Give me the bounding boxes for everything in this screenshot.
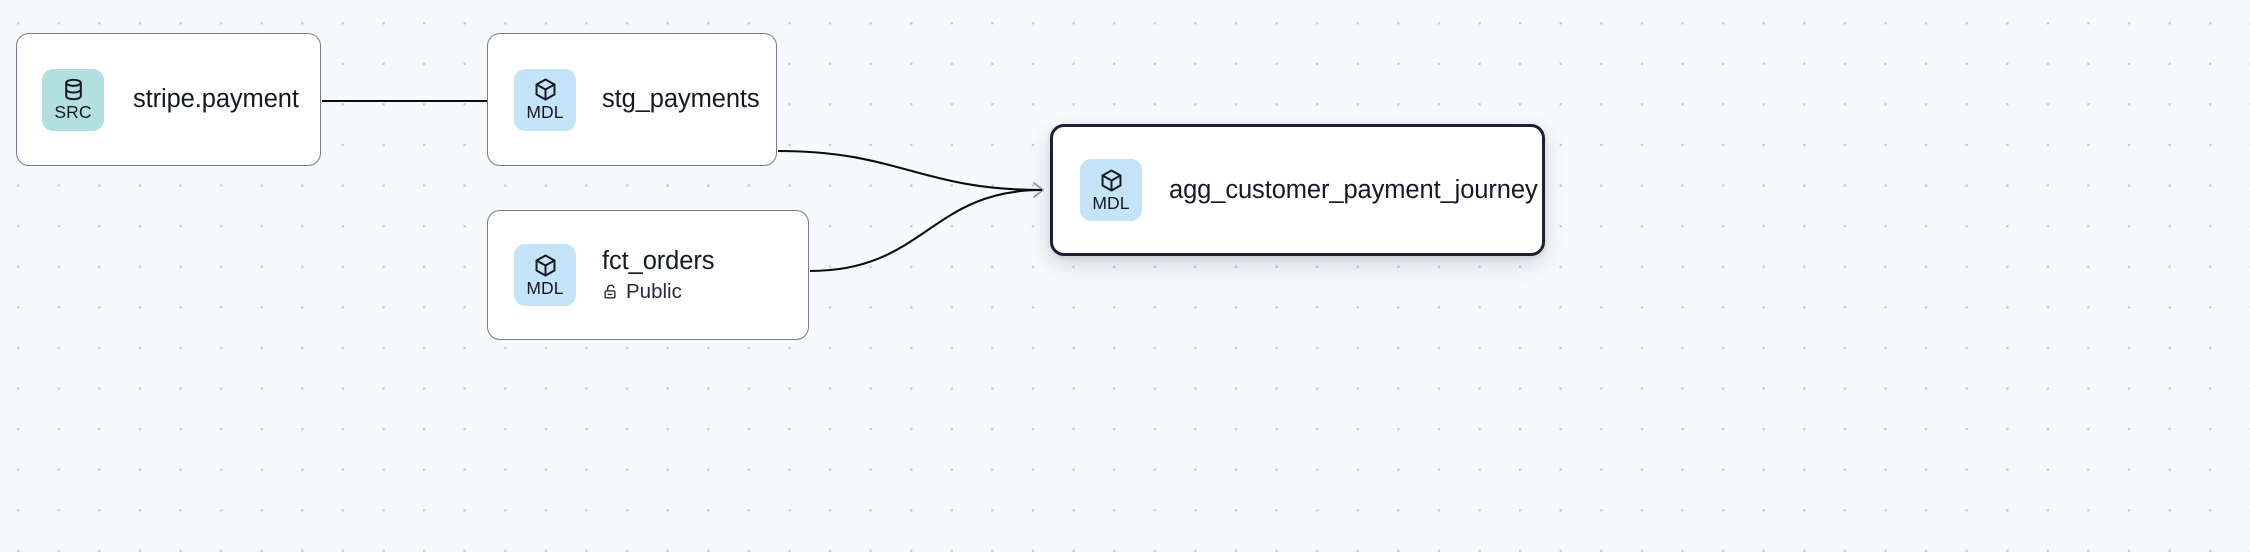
node-agg-customer-payment-journey[interactable]: MDL agg_customer_payment_journey [1050,124,1545,256]
node-body: stripe.payment [133,85,299,114]
cube-icon [1101,169,1121,192]
node-visibility: Public [602,282,714,303]
node-title: fct_orders [602,247,715,276]
database-icon [64,79,82,101]
node-stg-payments[interactable]: MDL stg_payments [487,33,777,166]
cube-icon [535,254,555,277]
node-title: agg_customer_payment_journey [1169,175,1538,204]
node-type-badge-mdl: MDL [1080,159,1142,221]
edge-fct-orders-to-agg-customer-payment-journey [809,188,1043,273]
node-type-badge-label: MDL [526,277,564,298]
node-type-badge-label: MDL [1092,192,1130,213]
node-title: stripe.payment [133,85,299,114]
node-type-badge-mdl: MDL [514,244,576,306]
node-fct-orders[interactable]: MDL fct_orders Public [487,210,809,340]
node-type-badge-label: MDL [526,102,564,123]
node-title: stg_payments [602,85,760,114]
unlock-icon [604,284,616,299]
node-stripe-payment[interactable]: SRC stripe.payment [16,33,321,166]
node-visibility-label: Public [626,280,682,304]
node-type-badge-label: SRC [54,102,92,123]
edge-stg-payments-to-agg-customer-payment-journey [777,149,1044,198]
node-type-badge-src: SRC [42,68,104,131]
cube-icon [535,78,555,101]
node-type-badge-mdl: MDL [514,68,576,131]
node-body: stg_payments [602,85,760,114]
node-body: fct_orders Public [602,247,714,302]
node-body: agg_customer_payment_journey [1169,176,1538,205]
